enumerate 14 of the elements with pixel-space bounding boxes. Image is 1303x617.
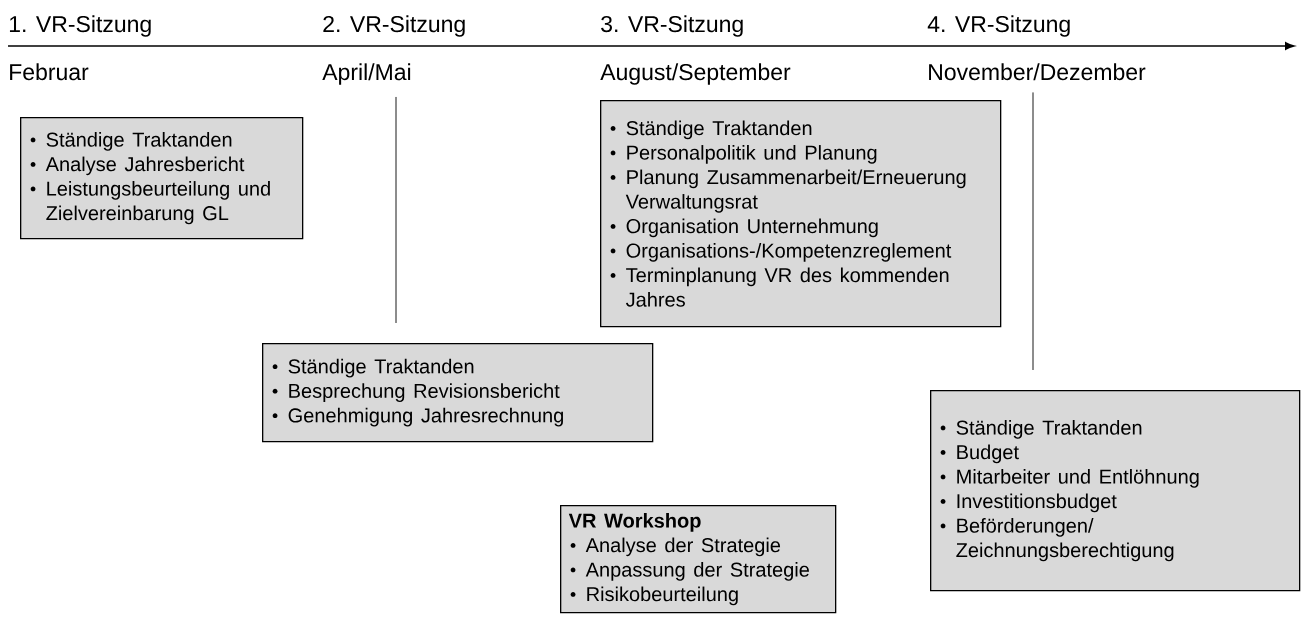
agenda-box: Ständige Traktanden Personalpolitik und Planung Planung Zusammenarbeit/Erneuerung Verwaltungsrat Organisation Unternehmung Organisations-/Kompetenzreglement Terminplanung VR des kommenden Jahres — [600, 100, 1002, 328]
connector-line — [1032, 91, 1034, 371]
timeline-label: Februar — [10, 63, 89, 81]
agenda-box: VR Workshop Analyse der Strategie Anpassung der Strategie Risikobeurteilung — [560, 505, 837, 614]
month-label: April/Mai — [322, 63, 411, 85]
timeline-label: 4. VR-Sitzung — [927, 15, 1070, 37]
agenda-box: Ständige Traktanden Budget Mitarbeiter und Entlöhnung Investitionsbudget Beförderungen/ Zeichnungsberechtigung — [930, 390, 1301, 592]
agenda-box: Ständige Traktanden Analyse Jahresbericht Leistungsbeurteilung und Zielvereinbarung GL — [20, 117, 304, 240]
timeline-label: 2. VR-Sitzung — [323, 15, 465, 37]
connector-line — [395, 96, 397, 324]
timeline-label: 3. VR-Sitzung — [601, 15, 743, 37]
agenda-box: Ständige Traktanden Besprechung Revisionsbericht Genehmigung Jahresrechnung — [262, 343, 654, 443]
month-label: November/Dezember — [929, 63, 1146, 81]
timeline-label: 1. VR-Sitzung — [9, 15, 151, 37]
